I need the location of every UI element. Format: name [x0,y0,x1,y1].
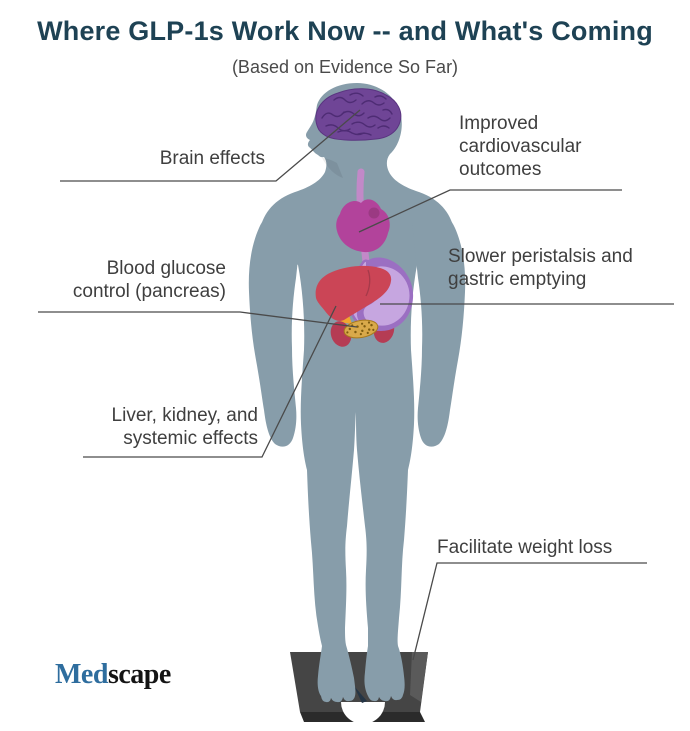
callout-lines [38,109,674,661]
pancreas-texture [346,321,375,336]
liver-callout-line [83,305,337,458]
body-right-arm [412,194,466,447]
label-line: control (pancreas) [72,281,226,302]
brain-folds [321,92,393,136]
body-silhouette [248,83,466,703]
scale-needle-icon [354,686,367,703]
label-line: systemic effects [123,428,258,449]
label-blood-glucose-control: Blood glucose control (pancreas) [25,257,226,303]
brain-icon [315,88,402,141]
page-title: Where GLP-1s Work Now -- and What's Comi… [37,16,653,46]
liver-crease [365,269,371,297]
label-brain-effects: Brain effects [55,147,265,170]
neck-shadow [322,158,343,178]
label-line: cardiovascular [459,136,582,157]
label-slower-peristalsis: Slower peristalsis and gastric emptying [448,245,686,291]
label-line: Improved [459,113,539,134]
label-line: Brain effects [159,148,265,169]
scale-icon [290,652,428,724]
medscape-logo: Medscape [55,659,171,691]
label-line: Liver, kidney, and [111,405,258,426]
heart-icon [336,199,390,253]
glucose-callout-line [38,311,358,328]
scale-side-edge [410,652,428,702]
label-line: Slower peristalsis and [448,246,633,267]
label-line: gastric emptying [448,269,587,290]
heart-shading [368,207,380,219]
cardio-callout-line [358,189,622,233]
brain-callout-line [60,109,361,182]
label-line: outcomes [459,159,542,180]
pancreas-icon [343,319,379,339]
page-subtitle: (Based on Evidence So Far) [231,57,459,77]
label-line: Facilitate weight loss [437,537,613,558]
logo-scape: scape [107,659,171,690]
scale-dial [341,702,385,724]
body-left-arm [248,194,302,447]
label-cardiovascular-outcomes: Improved cardiovascular outcomes [459,112,649,181]
liver-icon [315,265,392,321]
weight-callout-line [412,562,647,661]
label-line: Blood glucose [106,258,226,279]
body-core [260,83,454,703]
logo-med: Med [55,659,108,690]
label-facilitate-weight-loss: Facilitate weight loss [437,536,677,559]
label-liver-kidney-systemic: Liver, kidney, and systemic effects [55,404,258,450]
